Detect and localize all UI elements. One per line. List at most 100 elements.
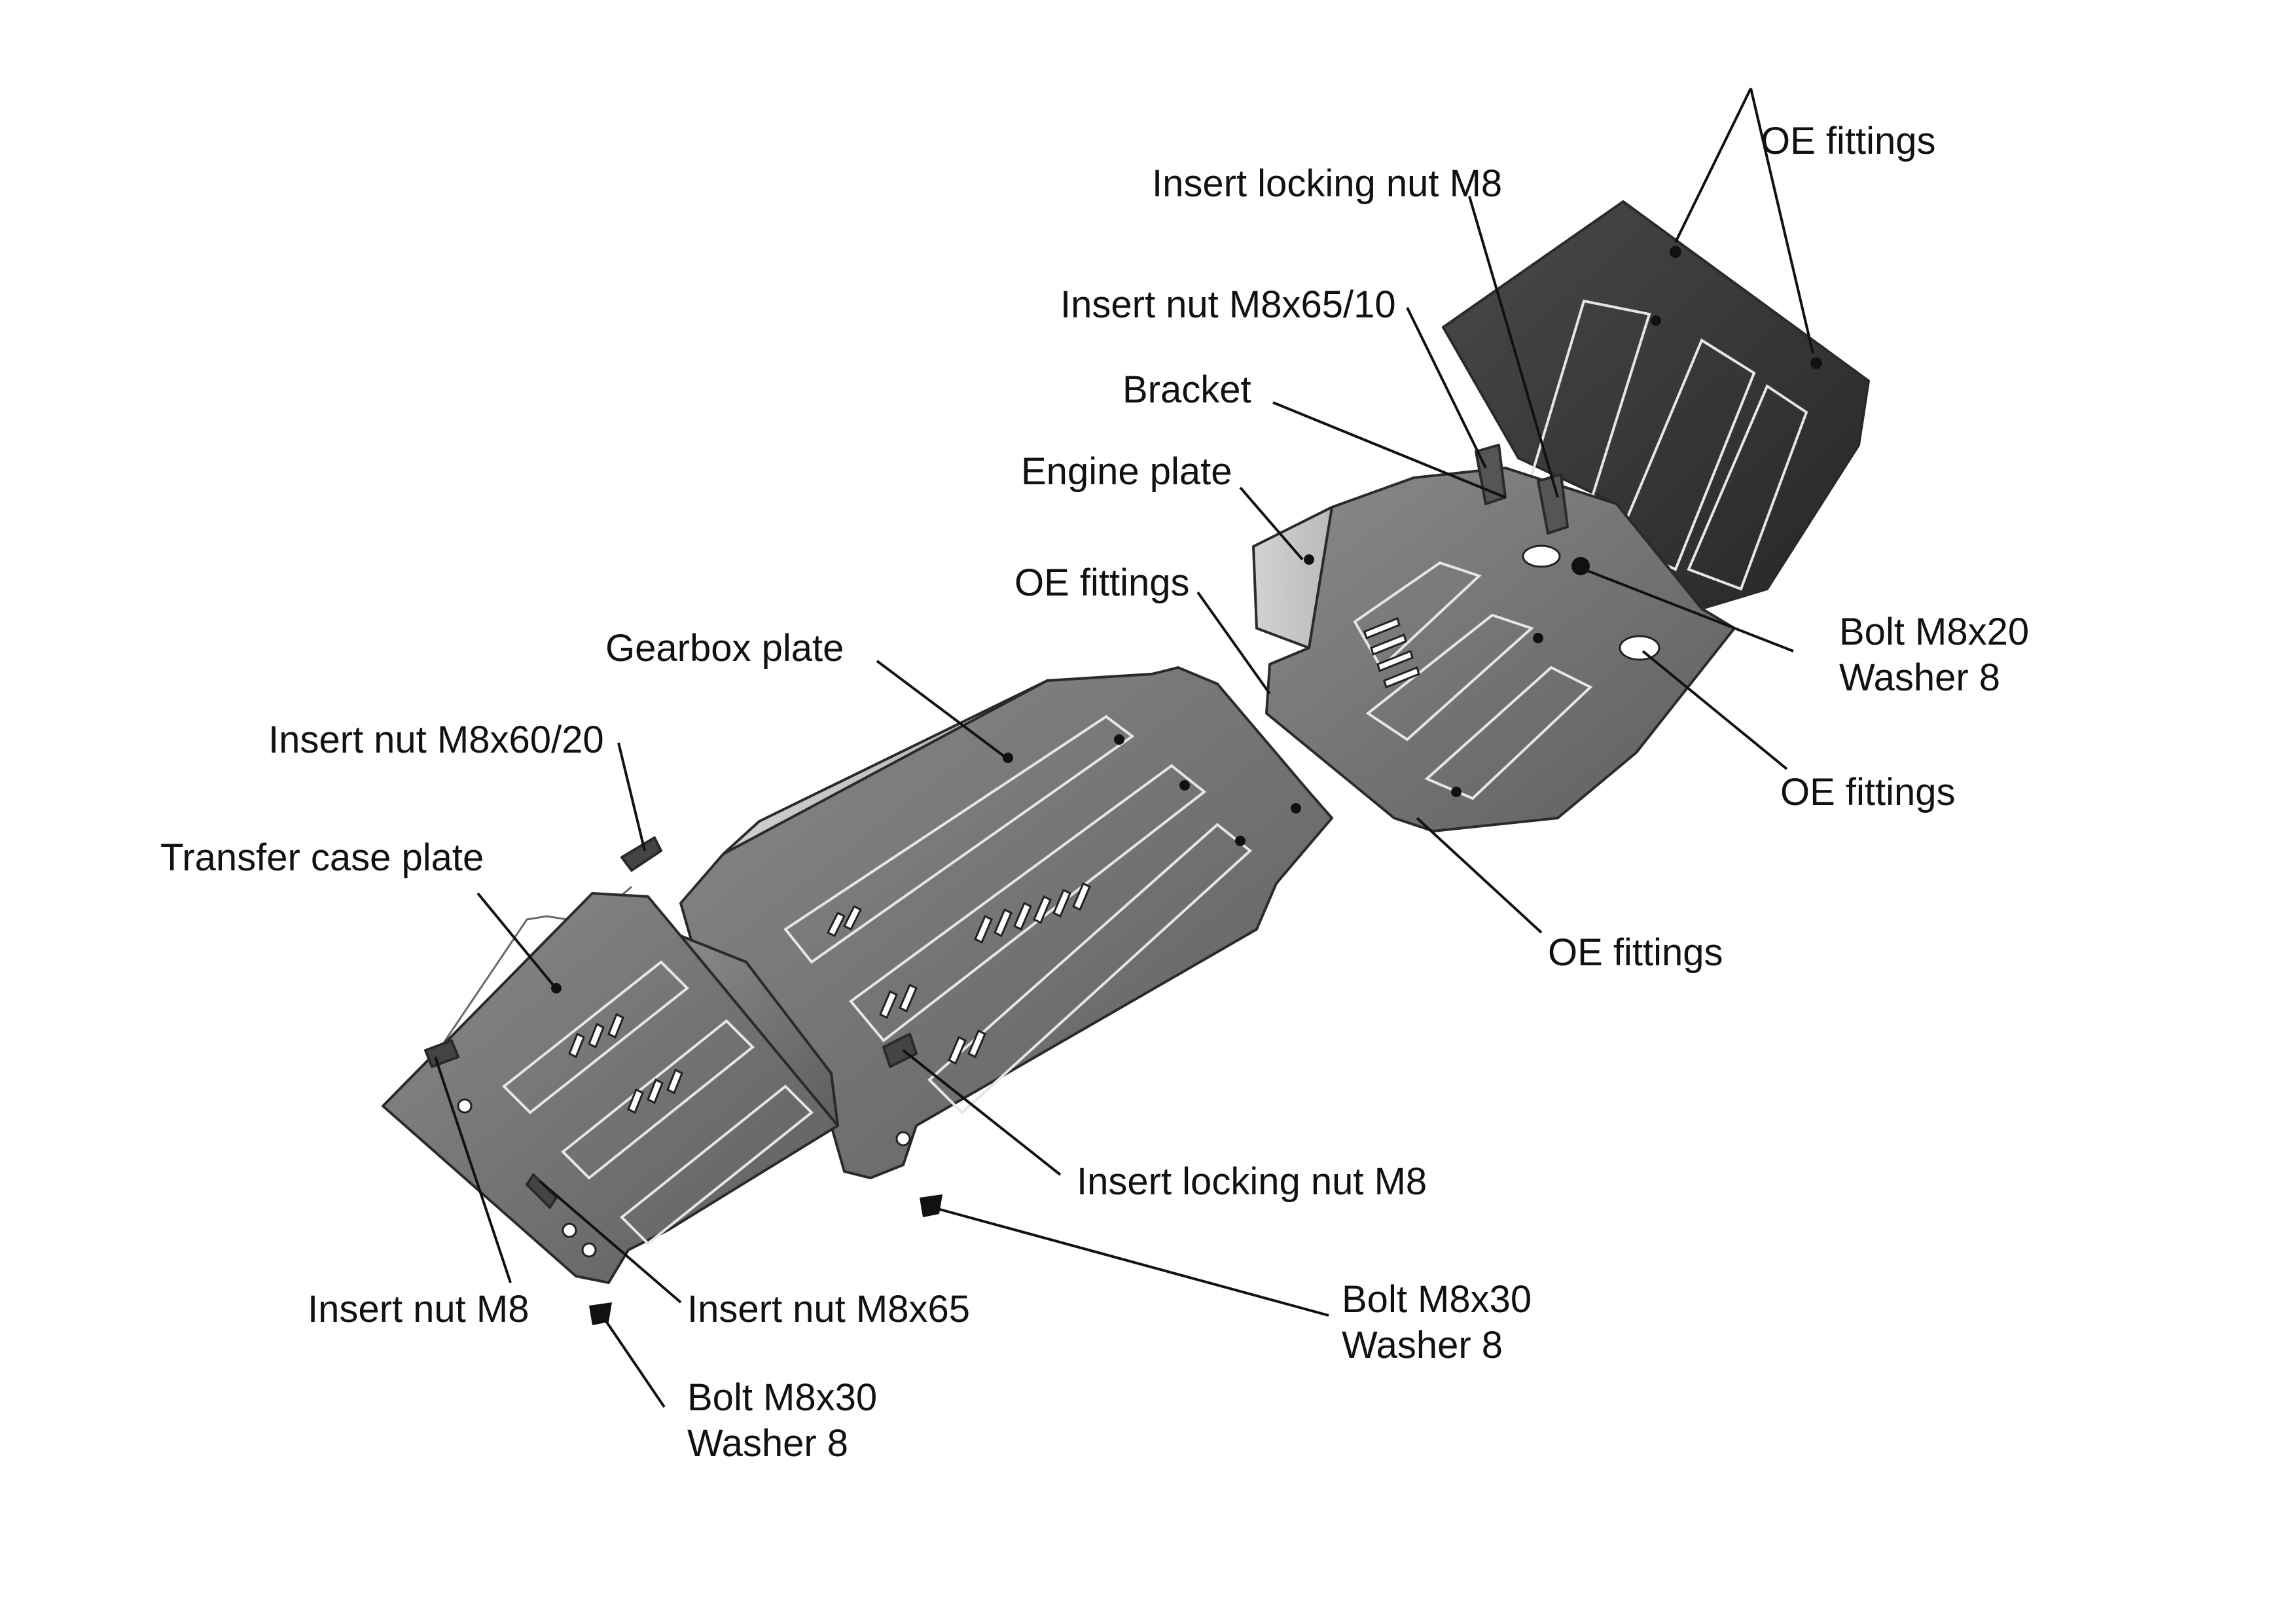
engine-wall-hole: [1670, 246, 1681, 258]
engine-plate-part: [1252, 200, 1870, 832]
leader-insert-locking-nut-top: [1468, 196, 1559, 498]
engine-floor-hole: [1451, 787, 1462, 797]
gearbox-vent-slot: [1013, 901, 1032, 931]
label-bolt-m8x30-bottom: Bolt M8x30: [687, 1376, 877, 1419]
leader-insert-locking-nut-bottom: [902, 1049, 1062, 1176]
label-oe-fittings-right: OE fittings: [1780, 771, 1956, 813]
label-insert-nut-m8x65: Insert nut M8x65: [687, 1288, 970, 1330]
leader-oe-fittings-bottom: [1416, 817, 1543, 934]
engine-oe-fitting-hole: [1619, 635, 1660, 661]
bracket-part: [1537, 473, 1569, 535]
transfer-case-rib: [620, 1084, 814, 1245]
transfer-case-rib: [501, 960, 690, 1115]
gearbox-vent-slot: [974, 914, 993, 944]
leader-transfer-case-plate: [476, 892, 554, 986]
leader-gearbox-plate: [876, 660, 1009, 760]
engine-floor-hole: [1304, 554, 1314, 565]
label-engine-plate: Engine plate: [1021, 450, 1232, 493]
bolt-m8x30-right-part: [920, 1194, 942, 1217]
engine-oe-fitting-hole: [1522, 544, 1561, 568]
engine-plate-floor: [1265, 467, 1736, 832]
engine-wall-hole: [1810, 357, 1822, 369]
gearbox-hole: [1291, 803, 1301, 813]
engine-vent-slot: [1376, 649, 1414, 673]
transfer-case-vent-slot: [588, 1022, 605, 1049]
leader-bracket: [1272, 401, 1506, 499]
engine-wall-rib: [1615, 338, 1756, 571]
leader-oe-fittings-top: [1674, 88, 1752, 243]
gearbox-vent-slot: [948, 1035, 967, 1065]
engine-floor-hole: [1533, 633, 1543, 643]
leader-lines: [434, 88, 1814, 1408]
gearbox-hole: [1235, 836, 1246, 846]
transfer-case-vent-slot: [568, 1032, 585, 1059]
gearbox-vent-slot: [1072, 882, 1091, 912]
transfer-case-plate-part: [382, 836, 942, 1325]
label-insert-locking-nut-top: Insert locking nut M8: [1152, 162, 1502, 205]
leader-insert-nut-m8: [434, 1056, 512, 1283]
callout-labels: OE fittings Insert locking nut M8 Insert…: [160, 120, 2029, 1465]
label-washer-8-c: Washer 8: [687, 1422, 848, 1465]
transfer-case-hole: [457, 1098, 473, 1114]
leader-oe-fittings-left: [1196, 591, 1271, 695]
transfer-case-hole: [581, 1242, 597, 1258]
leader-insert-nut-m8x65-10: [1406, 307, 1487, 469]
bolt-m8x30-bottom-part: [589, 1302, 612, 1325]
gearbox-vent-slot: [1033, 895, 1052, 925]
leader-insert-nut-m8x60-20: [617, 742, 646, 851]
gearbox-rib: [849, 764, 1207, 1043]
bolt-m8x20-part: [1571, 557, 1590, 575]
leader-bolt-m8x20: [1583, 568, 1794, 652]
engine-vent-slot: [1383, 666, 1420, 689]
leader-bolt-m8x30-right: [932, 1206, 1329, 1317]
leader-oe-fittings-top: [1749, 88, 1814, 354]
label-bolt-m8x20: Bolt M8x20: [1839, 611, 2029, 653]
engine-floor-rib: [1365, 613, 1534, 741]
gearbox-vent-slot: [826, 911, 846, 938]
gearbox-vent-slot: [1052, 888, 1071, 918]
transfer-case-hole: [551, 983, 562, 993]
leader-oe-fittings-right: [1641, 650, 1788, 770]
gearbox-vent-slot: [967, 1029, 986, 1059]
engine-vent-slot: [1370, 633, 1407, 656]
gearbox-rib: [783, 715, 1135, 964]
label-bolt-m8x30-right: Bolt M8x30: [1342, 1278, 1532, 1321]
label-gearbox-plate: Gearbox plate: [605, 627, 844, 669]
engine-vent-slot: [1363, 616, 1401, 640]
label-transfer-case-plate: Transfer case plate: [160, 836, 484, 879]
label-insert-nut-m8x60-20: Insert nut M8x60/20: [268, 719, 604, 761]
label-bracket: Bracket: [1122, 368, 1251, 411]
label-washer-8-b: Washer 8: [1342, 1324, 1503, 1366]
label-insert-locking-nut-bottom: Insert locking nut M8: [1077, 1160, 1427, 1203]
transfer-case-vent-slot: [647, 1078, 664, 1105]
transfer-case-rib: [561, 1019, 755, 1180]
gearbox-hole: [895, 1131, 911, 1147]
gearbox-vent-slot: [994, 908, 1013, 938]
gearbox-plate-part: [679, 666, 1333, 1179]
insert-locking-nut-m8-part: [882, 1033, 918, 1068]
gearbox-hole: [1114, 734, 1124, 745]
gearbox-rib: [927, 823, 1253, 1115]
gearbox-vent-slot: [842, 904, 863, 931]
gearbox-hole: [1179, 780, 1190, 791]
transfer-case-plate-floor: [382, 892, 839, 1284]
leader-engine-plate: [1239, 486, 1304, 561]
label-oe-fittings-top: OE fittings: [1761, 120, 1936, 162]
insert-nut-m8-part: [424, 1039, 459, 1068]
gearbox-vent-slot: [899, 983, 918, 1013]
leader-insert-nut-m8x65: [539, 1180, 682, 1304]
transfer-case-vent-slot: [627, 1088, 644, 1115]
label-insert-nut-m8x65-10: Insert nut M8x65/10: [1060, 283, 1396, 326]
label-oe-fittings-bottom: OE fittings: [1548, 931, 1723, 974]
engine-wall-rib: [1687, 384, 1808, 591]
label-washer-8-a: Washer 8: [1839, 656, 2000, 699]
transfer-case-vent-slot: [607, 1012, 624, 1039]
gearbox-vent-slot: [879, 990, 898, 1020]
transfer-case-plate-notch: [679, 935, 839, 1127]
label-insert-nut-m8: Insert nut M8: [308, 1288, 529, 1330]
leader-bolt-m8x30-bottom: [601, 1314, 666, 1408]
transfer-case-hole: [562, 1222, 577, 1238]
transfer-case-vent-slot: [666, 1068, 683, 1095]
engine-wall-hole: [1651, 315, 1661, 326]
